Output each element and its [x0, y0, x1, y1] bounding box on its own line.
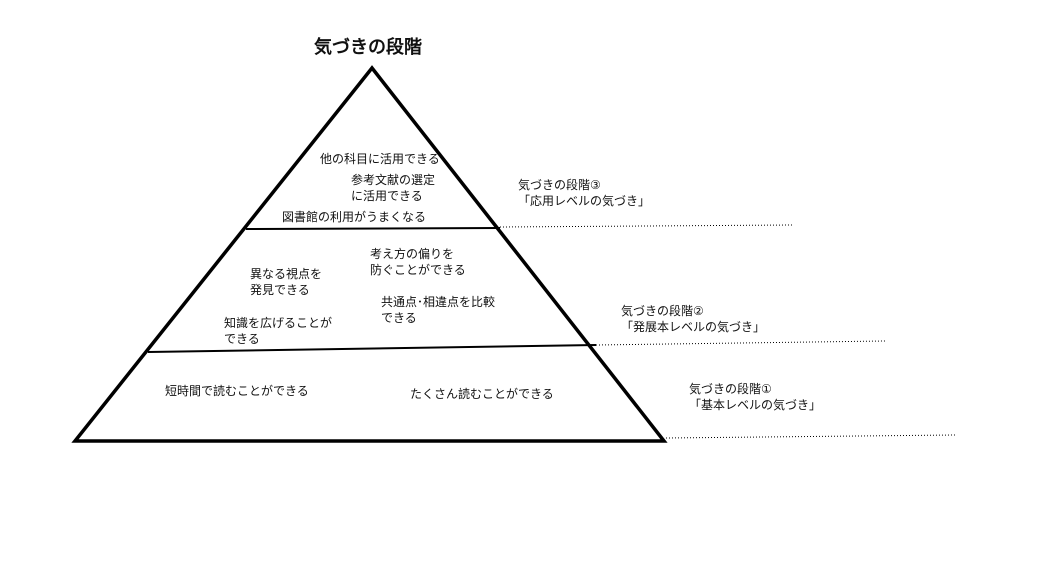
- item-read-many: たくさん読むことができる: [410, 387, 554, 401]
- item-bias-prevention: 考え方の偏りを 防ぐことができる: [370, 247, 466, 277]
- dotted-line-2: [595, 340, 886, 346]
- level-2-label: 気づきの段階②: [621, 304, 704, 318]
- item-compare: 共通点･相違点を比較 できる: [381, 295, 496, 325]
- item-read-quickly: 短時間で読むことができる: [165, 384, 309, 398]
- level-1-label: 気づきの段階①: [689, 382, 772, 396]
- item-reference-selection: 参考文献の選定 に活用できる: [351, 173, 436, 203]
- level-3-label: 気づきの段階③: [518, 178, 601, 192]
- item-broaden-knowledge: 知識を広げることが できる: [224, 316, 333, 346]
- dotted-line-1: [665, 434, 956, 439]
- diagram-title: 気づきの段階: [314, 37, 422, 58]
- divider-middle: [147, 344, 597, 353]
- item-other-subjects: 他の科目に活用できる: [320, 152, 440, 166]
- level-2-sublabel: 「発展本レベルの気づき」: [621, 320, 766, 334]
- level-3-sublabel: 「応用レベルの気づき」: [518, 194, 651, 208]
- divider-top: [245, 227, 501, 230]
- dotted-line-3: [499, 224, 793, 228]
- pyramid-outline: [71, 65, 668, 443]
- item-different-viewpoints: 異なる視点を 発見できる: [250, 267, 323, 297]
- level-1-sublabel: 「基本レベルの気づき」: [689, 398, 822, 412]
- item-library-use: 図書館の利用がうまくなる: [282, 210, 427, 224]
